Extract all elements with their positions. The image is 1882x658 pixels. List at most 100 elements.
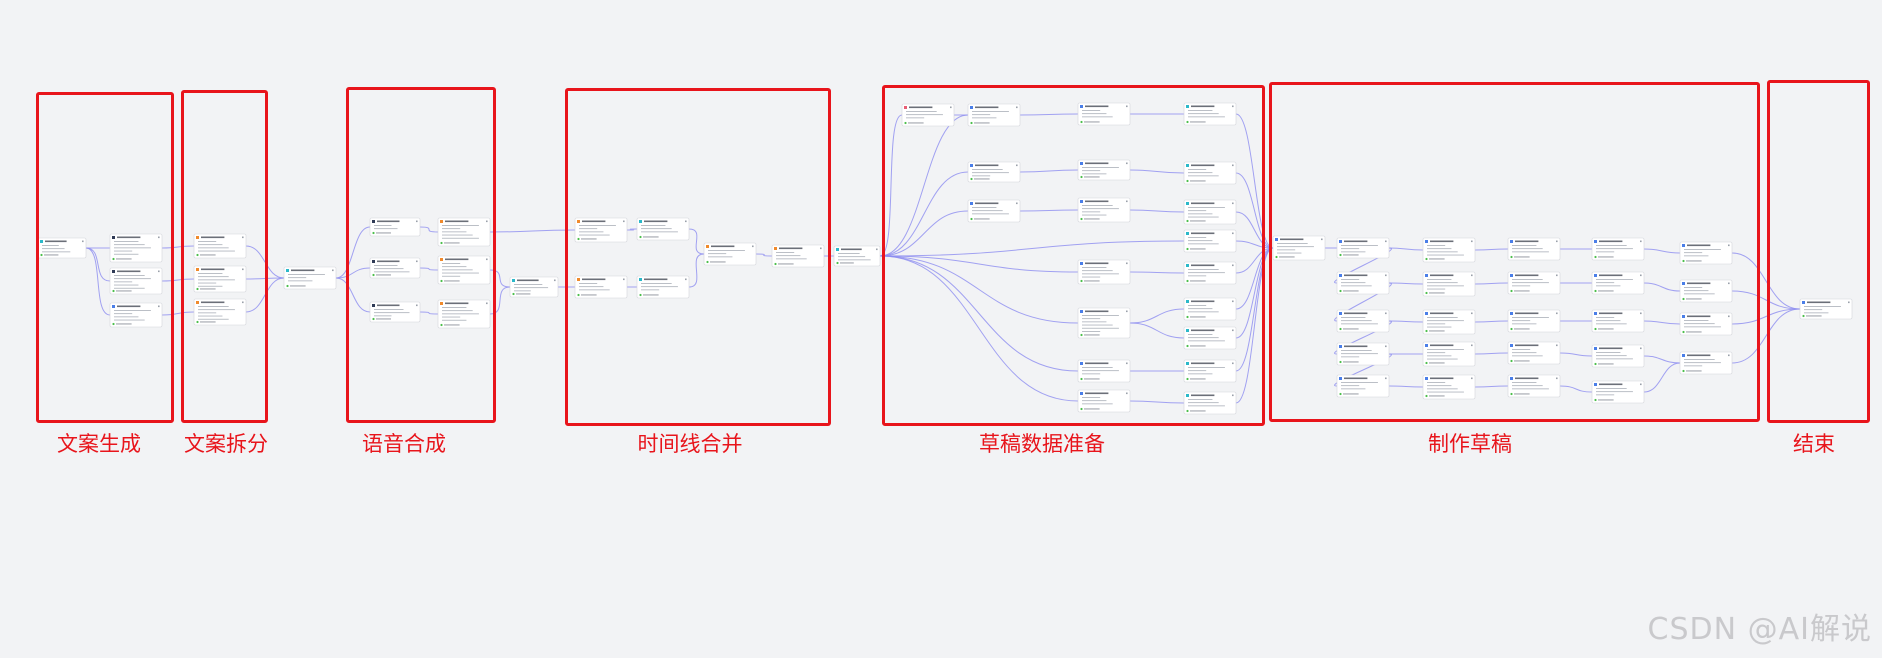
workflow-node-14[interactable] [509, 276, 559, 298]
workflow-node-5[interactable] [193, 265, 247, 293]
node-menu-icon[interactable] [1126, 310, 1128, 313]
node-menu-icon[interactable] [1126, 262, 1128, 265]
workflow-node-11[interactable] [437, 217, 491, 247]
node-menu-icon[interactable] [1640, 240, 1642, 243]
node-menu-icon[interactable] [1321, 238, 1323, 241]
workflow-node-18[interactable] [636, 275, 690, 299]
node-menu-icon[interactable] [1471, 377, 1473, 380]
node-menu-icon[interactable] [1728, 354, 1730, 357]
node-menu-icon[interactable] [554, 279, 556, 282]
workflow-node-55[interactable] [1507, 309, 1561, 333]
workflow-node-26[interactable] [967, 161, 1021, 183]
node-menu-icon[interactable] [752, 245, 754, 248]
node-menu-icon[interactable] [1232, 105, 1234, 108]
workflow-node-36[interactable] [1183, 297, 1237, 321]
workflow-node-15[interactable] [574, 217, 628, 243]
workflow-node-37[interactable] [1183, 326, 1237, 350]
workflow-node-40[interactable] [1077, 389, 1131, 413]
node-menu-icon[interactable] [1556, 344, 1558, 347]
workflow-node-49[interactable] [1422, 271, 1476, 297]
workflow-node-6[interactable] [193, 298, 247, 326]
node-menu-icon[interactable] [685, 220, 687, 223]
node-menu-icon[interactable] [1016, 106, 1018, 109]
workflow-node-61[interactable] [1591, 344, 1645, 368]
workflow-node-63[interactable] [1679, 241, 1733, 265]
node-menu-icon[interactable] [1232, 362, 1234, 365]
workflow-node-2[interactable] [109, 267, 163, 295]
workflow-node-56[interactable] [1507, 341, 1561, 365]
workflow-node-13[interactable] [437, 299, 491, 329]
node-menu-icon[interactable] [950, 106, 952, 109]
node-menu-icon[interactable] [416, 260, 418, 263]
node-menu-icon[interactable] [1728, 244, 1730, 247]
node-menu-icon[interactable] [1471, 240, 1473, 243]
node-menu-icon[interactable] [158, 305, 160, 308]
node-menu-icon[interactable] [242, 301, 244, 304]
node-menu-icon[interactable] [1232, 329, 1234, 332]
workflow-node-57[interactable] [1507, 374, 1561, 398]
workflow-node-65[interactable] [1679, 312, 1733, 336]
node-menu-icon[interactable] [1232, 164, 1234, 167]
workflow-node-28[interactable] [1183, 161, 1237, 185]
workflow-node-17[interactable] [636, 217, 690, 241]
node-menu-icon[interactable] [416, 304, 418, 307]
node-menu-icon[interactable] [1640, 347, 1642, 350]
node-menu-icon[interactable] [416, 220, 418, 223]
node-menu-icon[interactable] [1640, 383, 1642, 386]
node-menu-icon[interactable] [1556, 312, 1558, 315]
node-menu-icon[interactable] [1556, 377, 1558, 380]
node-menu-icon[interactable] [242, 268, 244, 271]
node-menu-icon[interactable] [1728, 282, 1730, 285]
node-menu-icon[interactable] [1640, 274, 1642, 277]
workflow-node-22[interactable] [901, 103, 955, 127]
node-menu-icon[interactable] [1385, 312, 1387, 315]
workflow-node-34[interactable] [1183, 261, 1237, 285]
workflow-node-50[interactable] [1422, 309, 1476, 335]
workflow-node-67[interactable] [1799, 298, 1853, 320]
node-menu-icon[interactable] [1848, 301, 1850, 304]
node-menu-icon[interactable] [876, 248, 878, 251]
workflow-node-7[interactable] [283, 266, 337, 290]
node-menu-icon[interactable] [1471, 274, 1473, 277]
node-menu-icon[interactable] [1232, 202, 1234, 205]
workflow-node-19[interactable] [703, 242, 757, 266]
node-menu-icon[interactable] [1471, 312, 1473, 315]
node-menu-icon[interactable] [1126, 200, 1128, 203]
workflow-node-33[interactable] [1077, 259, 1131, 285]
workflow-node-39[interactable] [1183, 359, 1237, 383]
workflow-node-62[interactable] [1591, 380, 1645, 404]
workflow-node-52[interactable] [1422, 374, 1476, 400]
workflow-node-64[interactable] [1679, 279, 1733, 303]
node-menu-icon[interactable] [158, 236, 160, 239]
node-menu-icon[interactable] [1385, 274, 1387, 277]
node-menu-icon[interactable] [1471, 344, 1473, 347]
node-menu-icon[interactable] [1232, 394, 1234, 397]
node-menu-icon[interactable] [1126, 392, 1128, 395]
workflow-node-9[interactable] [369, 257, 421, 279]
node-menu-icon[interactable] [1126, 362, 1128, 365]
node-menu-icon[interactable] [1385, 240, 1387, 243]
workflow-node-24[interactable] [1077, 102, 1131, 126]
workflow-node-1[interactable] [109, 233, 163, 263]
node-menu-icon[interactable] [242, 236, 244, 239]
workflow-node-27[interactable] [1077, 159, 1131, 181]
node-menu-icon[interactable] [1016, 202, 1018, 205]
workflow-node-53[interactable] [1507, 237, 1561, 261]
workflow-node-44[interactable] [1336, 271, 1390, 295]
workflow-node-47[interactable] [1336, 374, 1390, 398]
workflow-node-54[interactable] [1507, 271, 1561, 295]
node-menu-icon[interactable] [1016, 164, 1018, 167]
workflow-node-16[interactable] [574, 275, 628, 299]
node-menu-icon[interactable] [486, 258, 488, 261]
workflow-node-4[interactable] [193, 233, 247, 259]
node-menu-icon[interactable] [1640, 312, 1642, 315]
workflow-node-3[interactable] [109, 302, 163, 328]
workflow-node-25[interactable] [1183, 102, 1237, 126]
workflow-node-58[interactable] [1591, 237, 1645, 261]
workflow-node-46[interactable] [1336, 342, 1390, 366]
node-menu-icon[interactable] [1556, 240, 1558, 243]
workflow-node-30[interactable] [1077, 197, 1131, 223]
node-menu-icon[interactable] [820, 247, 822, 250]
node-menu-icon[interactable] [332, 269, 334, 272]
